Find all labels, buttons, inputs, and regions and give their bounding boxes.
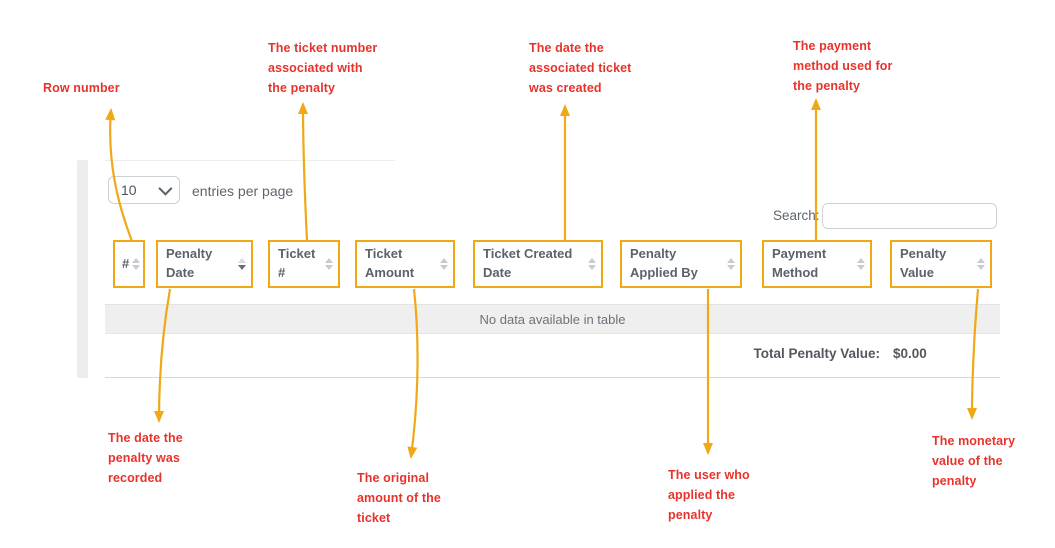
column-header-penalty-applied-by[interactable]: Penalty Applied By [620, 240, 742, 288]
column-label: Ticket # [278, 246, 316, 280]
column-header-penalty-value[interactable]: Penalty Value [890, 240, 992, 288]
annotation-payment-method: The payment method used for the penalty [793, 39, 893, 93]
search-input[interactable] [822, 203, 997, 229]
sort-icon [325, 258, 333, 270]
entries-per-page-select[interactable]: 10 [108, 176, 180, 204]
chevron-down-icon [158, 181, 173, 196]
annotation-applied-by: The user who applied the penalty [668, 468, 750, 522]
total-penalty-value: $0.00 [893, 346, 927, 361]
sort-icon [132, 258, 140, 270]
column-label: Ticket Created Date [483, 246, 573, 280]
column-label: Ticket Amount [365, 246, 415, 280]
entries-per-page-label: entries per page [192, 183, 294, 199]
annotation-ticket-amount: The original amount of the ticket [357, 471, 441, 525]
annotation-penalty-date: The date the penalty was recorded [108, 431, 183, 485]
sort-desc-icon [238, 258, 246, 270]
total-penalty-label: Total Penalty Value: [753, 346, 880, 361]
arrow-ticket-number [298, 102, 309, 242]
annotation-penalty-value: The monetary value of the penalty [932, 434, 1016, 488]
annotation-ticket-created: The date the associated ticket was creat… [529, 41, 632, 95]
annotation-ticket-number: The ticket number associated with the pe… [268, 41, 378, 95]
column-header-ticket-created-date[interactable]: Ticket Created Date [473, 240, 603, 288]
column-header-payment-method[interactable]: Payment Method [762, 240, 872, 288]
empty-state-message: No data available in table [479, 312, 626, 327]
search-label: Search: [773, 208, 820, 223]
table-bottom-border [105, 377, 1000, 378]
annotation-row-number: Row number [43, 81, 120, 95]
sort-icon [977, 258, 985, 270]
sort-icon [857, 258, 865, 270]
column-header-ticket-number[interactable]: Ticket # [268, 240, 340, 288]
column-header-row-number[interactable]: # [113, 240, 145, 288]
column-header-penalty-date[interactable]: Penalty Date [156, 240, 253, 288]
column-header-ticket-amount[interactable]: Ticket Amount [355, 240, 455, 288]
empty-state-row: No data available in table [105, 304, 1000, 334]
column-label: Penalty Value [900, 246, 947, 280]
column-label: Penalty Applied By [630, 246, 698, 280]
left-scrollbar[interactable] [77, 160, 88, 378]
sort-icon [440, 258, 448, 270]
entries-per-page-value: 10 [121, 182, 137, 198]
sort-icon [727, 258, 735, 270]
row-divider [105, 333, 1000, 334]
column-label: Penalty Date [166, 246, 213, 280]
panel-divider [105, 160, 395, 161]
sort-icon [588, 258, 596, 270]
column-label: Payment Method [772, 246, 827, 280]
column-label: # [122, 255, 130, 271]
